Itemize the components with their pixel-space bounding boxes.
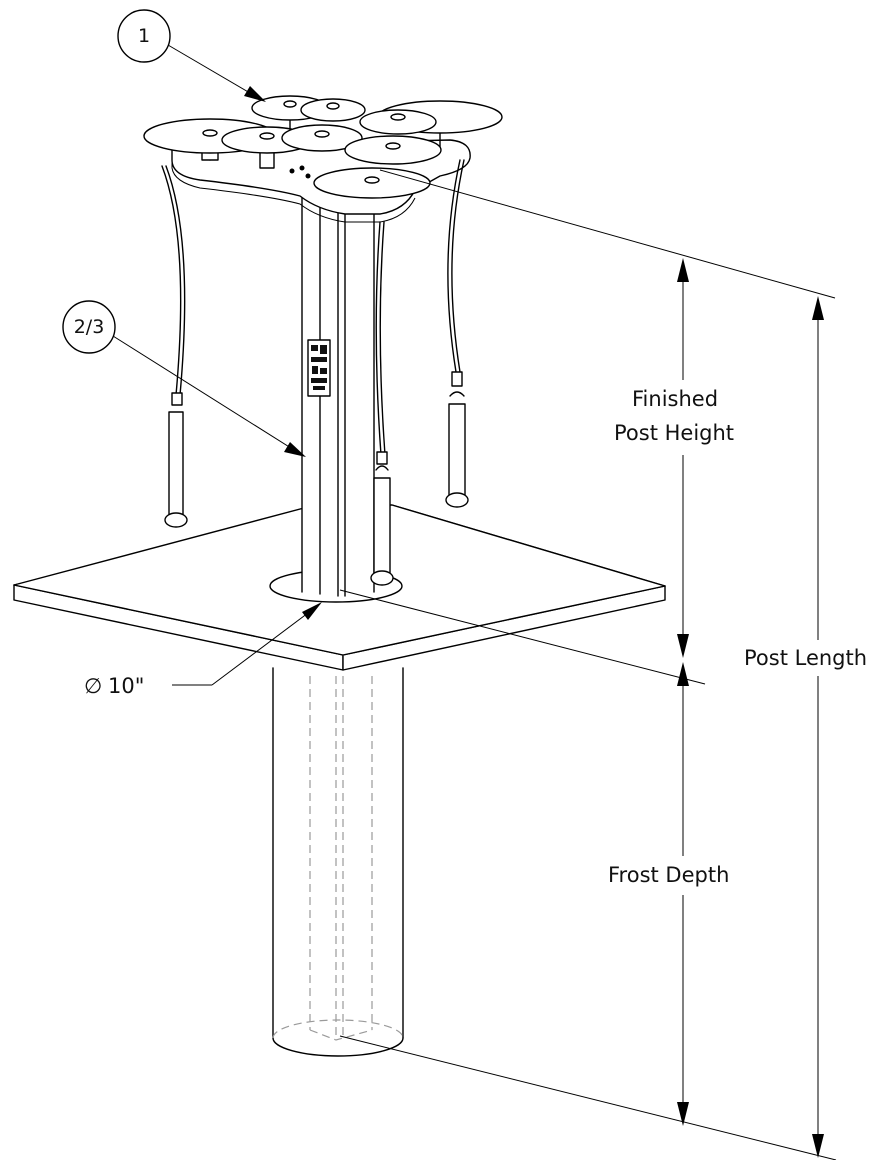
cable-handles — [161, 159, 469, 586]
dimension-lines — [339, 169, 837, 1160]
balloon-item-1: 1 — [117, 9, 171, 63]
post-length-label: Post Length — [744, 646, 867, 670]
balloon-2-3-label: 2/3 — [74, 316, 105, 338]
buried-post — [272, 667, 404, 1057]
finished-post-height-label-1: Finished — [632, 387, 718, 411]
disc-assemblies — [143, 95, 503, 199]
callout-leaders — [112, 44, 322, 686]
diameter-symbol: ∅ — [84, 674, 102, 698]
frost-depth-label: Frost Depth — [608, 863, 729, 887]
finished-post-height-label-2: Post Height — [614, 421, 734, 445]
diameter-value: 10" — [108, 674, 144, 698]
balloon-item-2-3: 2/3 — [62, 300, 116, 354]
balloon-1-label: 1 — [138, 25, 150, 47]
